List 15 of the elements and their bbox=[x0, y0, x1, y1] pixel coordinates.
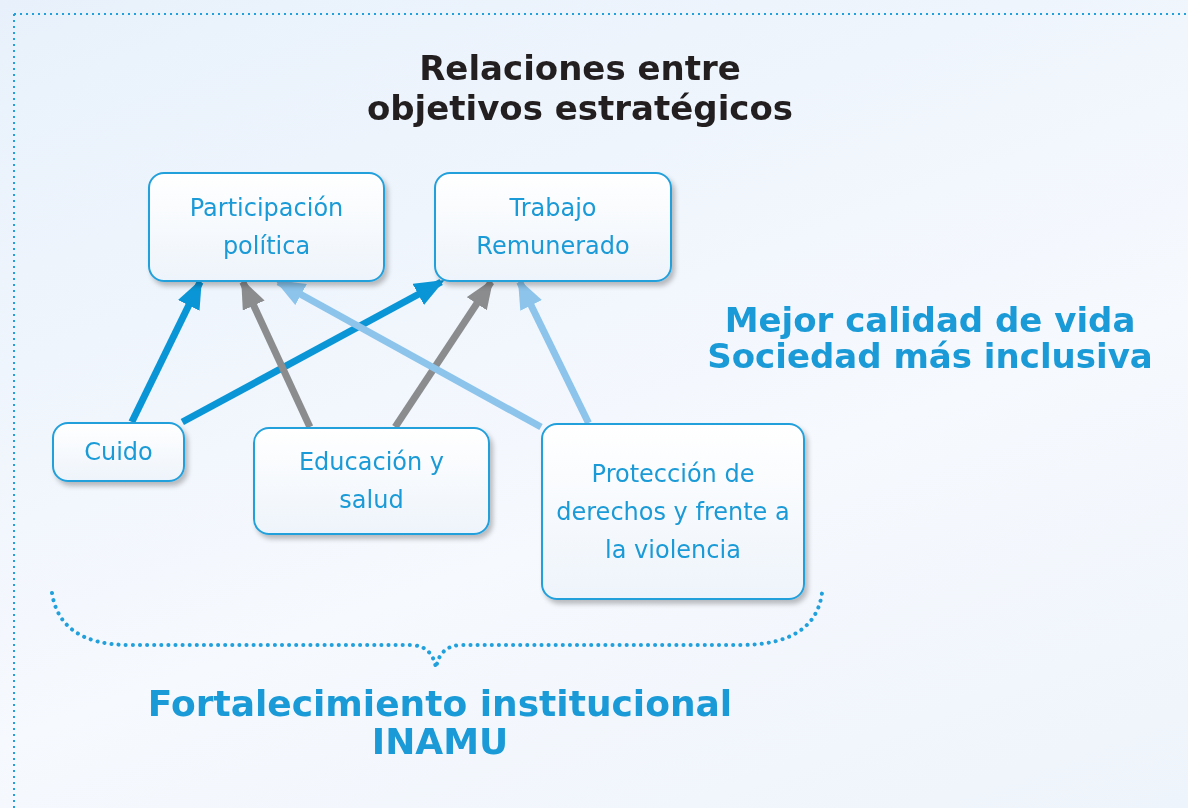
objective-text: Trabajo Remunerado bbox=[475, 193, 631, 262]
objective-box bbox=[52, 422, 185, 482]
objective-box bbox=[434, 172, 672, 282]
objective-box bbox=[253, 427, 490, 535]
diagram-title: Relaciones entre objetivos estratégicos bbox=[365, 48, 795, 128]
objective-text: Protección de derechos y frente a la violencia bbox=[555, 458, 791, 566]
caption-text: Fortalecimiento institucional bbox=[146, 683, 734, 724]
objective-box bbox=[148, 172, 385, 282]
objective-box bbox=[541, 423, 805, 600]
caption-text: Mejor calidad de vida bbox=[723, 300, 1137, 340]
caption-text: INAMU bbox=[370, 721, 510, 762]
objective-text: Educación y salud bbox=[297, 447, 446, 516]
objective-text: Participación política bbox=[188, 193, 345, 262]
objective-text: Cuido bbox=[84, 437, 153, 468]
arrow bbox=[180, 278, 445, 426]
